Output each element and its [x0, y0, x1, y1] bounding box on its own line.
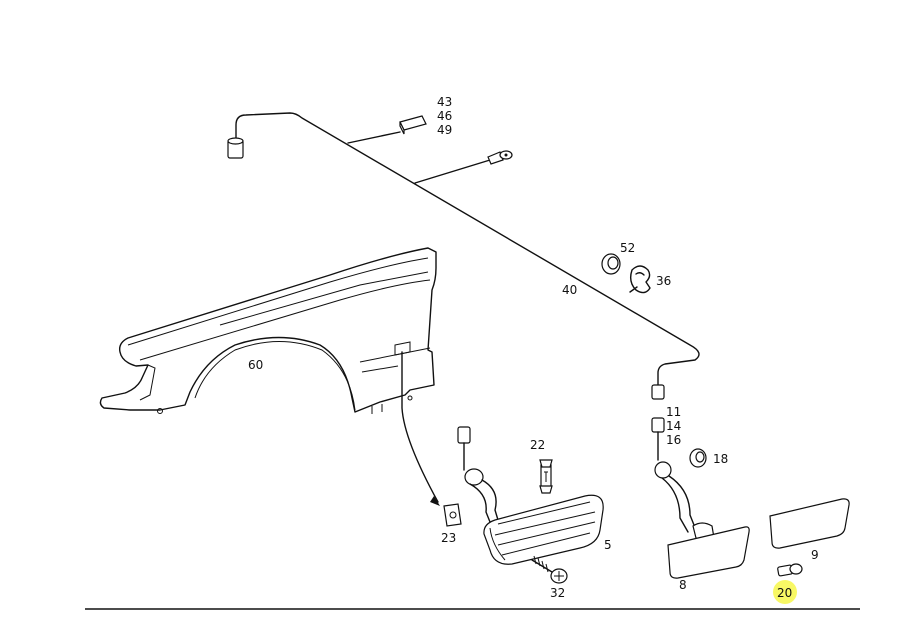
grommet-18 — [689, 448, 707, 468]
clip-nut-23 — [443, 503, 462, 527]
label-49[interactable]: 49 — [437, 123, 452, 137]
bulb-22 — [539, 459, 553, 494]
fender-leader — [401, 351, 440, 506]
label-43[interactable]: 43 — [437, 95, 452, 109]
label-5[interactable]: 5 — [604, 538, 612, 552]
label-8[interactable]: 8 — [679, 578, 687, 592]
label-36[interactable]: 36 — [656, 274, 671, 288]
label-9[interactable]: 9 — [811, 548, 819, 562]
lens-9 — [769, 498, 850, 549]
label-60[interactable]: 60 — [248, 358, 263, 372]
ring-terminal — [487, 150, 513, 165]
side-marker-lamp-5 — [483, 494, 604, 565]
wiring-harness — [235, 112, 700, 389]
socket-cable-left — [457, 426, 499, 523]
label-32[interactable]: 32 — [550, 586, 565, 600]
screw-32 — [531, 555, 568, 584]
grommet-52 — [601, 253, 621, 275]
label-52[interactable]: 52 — [620, 241, 635, 255]
bulb-20 — [777, 563, 803, 577]
front-fender — [99, 247, 437, 414]
label-20[interactable]: 20 — [777, 586, 792, 600]
label-11[interactable]: 11 — [666, 405, 681, 419]
connector-block — [399, 115, 427, 135]
label-40[interactable]: 40 — [562, 283, 577, 297]
clip-36 — [629, 265, 651, 294]
part-labels: 43 46 49 52 36 40 60 22 11 14 16 18 23 5… — [248, 95, 819, 600]
harness-plug-left — [227, 137, 244, 159]
label-14[interactable]: 14 — [666, 419, 681, 433]
label-23[interactable]: 23 — [441, 531, 456, 545]
label-16[interactable]: 16 — [666, 433, 681, 447]
highlight-marker — [773, 580, 797, 604]
turn-signal-8 — [667, 526, 750, 579]
label-46[interactable]: 46 — [437, 109, 452, 123]
label-18[interactable]: 18 — [713, 452, 728, 466]
label-22[interactable]: 22 — [530, 438, 545, 452]
